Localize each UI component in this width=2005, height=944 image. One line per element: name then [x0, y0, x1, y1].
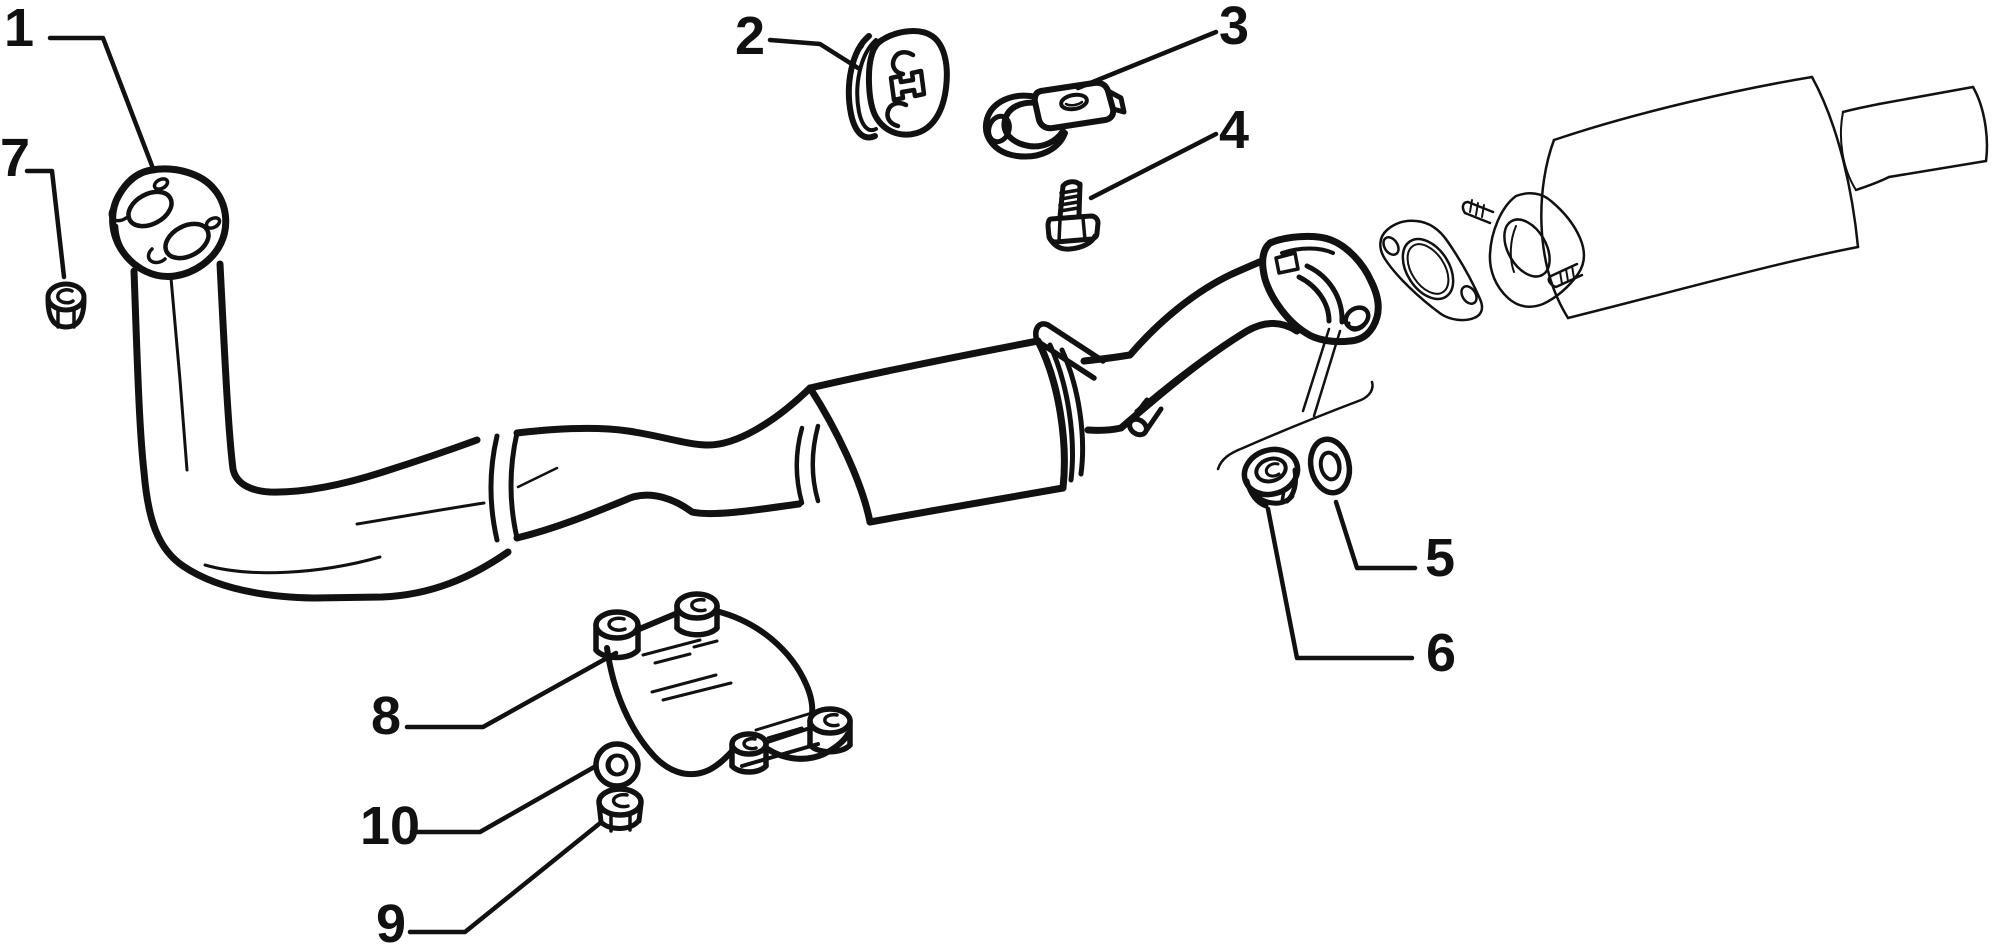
part-washer-10	[593, 741, 641, 789]
callout-number-7: 7	[0, 128, 30, 188]
callout-number-5: 5	[1425, 528, 1455, 588]
part-rubber-hanger	[845, 28, 950, 141]
leader-line-4	[1088, 131, 1219, 201]
callout-number-6: 6	[1426, 623, 1456, 683]
shield-bushing-top	[674, 591, 720, 638]
part-hook-bracket	[982, 79, 1127, 160]
leader-line-1	[47, 35, 157, 174]
shield-bushing-right	[807, 706, 853, 755]
leader-line-8	[404, 650, 619, 730]
converter-inlet-flange	[1461, 192, 1586, 308]
exhaust-gasket	[1379, 219, 1484, 322]
rear-catalytic-converter-assembly	[1379, 75, 1989, 322]
leader-line-5	[1333, 499, 1418, 571]
callout-number-9: 9	[376, 894, 406, 944]
callout-number-4: 4	[1219, 100, 1249, 160]
part-heat-shield	[593, 591, 853, 778]
part-flanged-nut-6	[1241, 446, 1301, 509]
part-lock-nut-7	[45, 281, 87, 330]
callout-number-3: 3	[1219, 0, 1249, 56]
pipe-sleeve-joint	[488, 433, 500, 543]
leader-line-6	[1265, 506, 1415, 661]
converter-body	[1540, 75, 1989, 320]
leader-line-3	[1075, 29, 1219, 91]
shield-bushing-bottom	[729, 731, 769, 775]
catalyst-hanger-bar	[1033, 321, 1106, 381]
leader-line-2	[767, 37, 861, 71]
callout-number-1: 1	[4, 0, 34, 58]
downpipe-tube	[130, 267, 512, 602]
center-catalyst-body	[806, 337, 1042, 392]
part-lock-nut-9	[596, 786, 644, 833]
leader-line-7	[24, 168, 67, 280]
shield-bushing-left	[593, 609, 641, 661]
assembly-reference-lines	[1216, 327, 1374, 471]
leader-line-9	[407, 821, 602, 935]
callout-number-8: 8	[371, 686, 401, 746]
callout-number-10: 10	[360, 796, 420, 856]
callouts: 1 2 3 4 5 6 7 8 9 10	[0, 0, 1456, 944]
tailpipe-hook-stub	[1127, 397, 1164, 438]
part-flanged-bolt	[1045, 179, 1101, 252]
callout-number-2: 2	[735, 6, 765, 66]
part-downpipe-assembly	[108, 165, 1382, 602]
part-washer-5	[1307, 436, 1353, 496]
leader-line-10	[409, 763, 599, 835]
